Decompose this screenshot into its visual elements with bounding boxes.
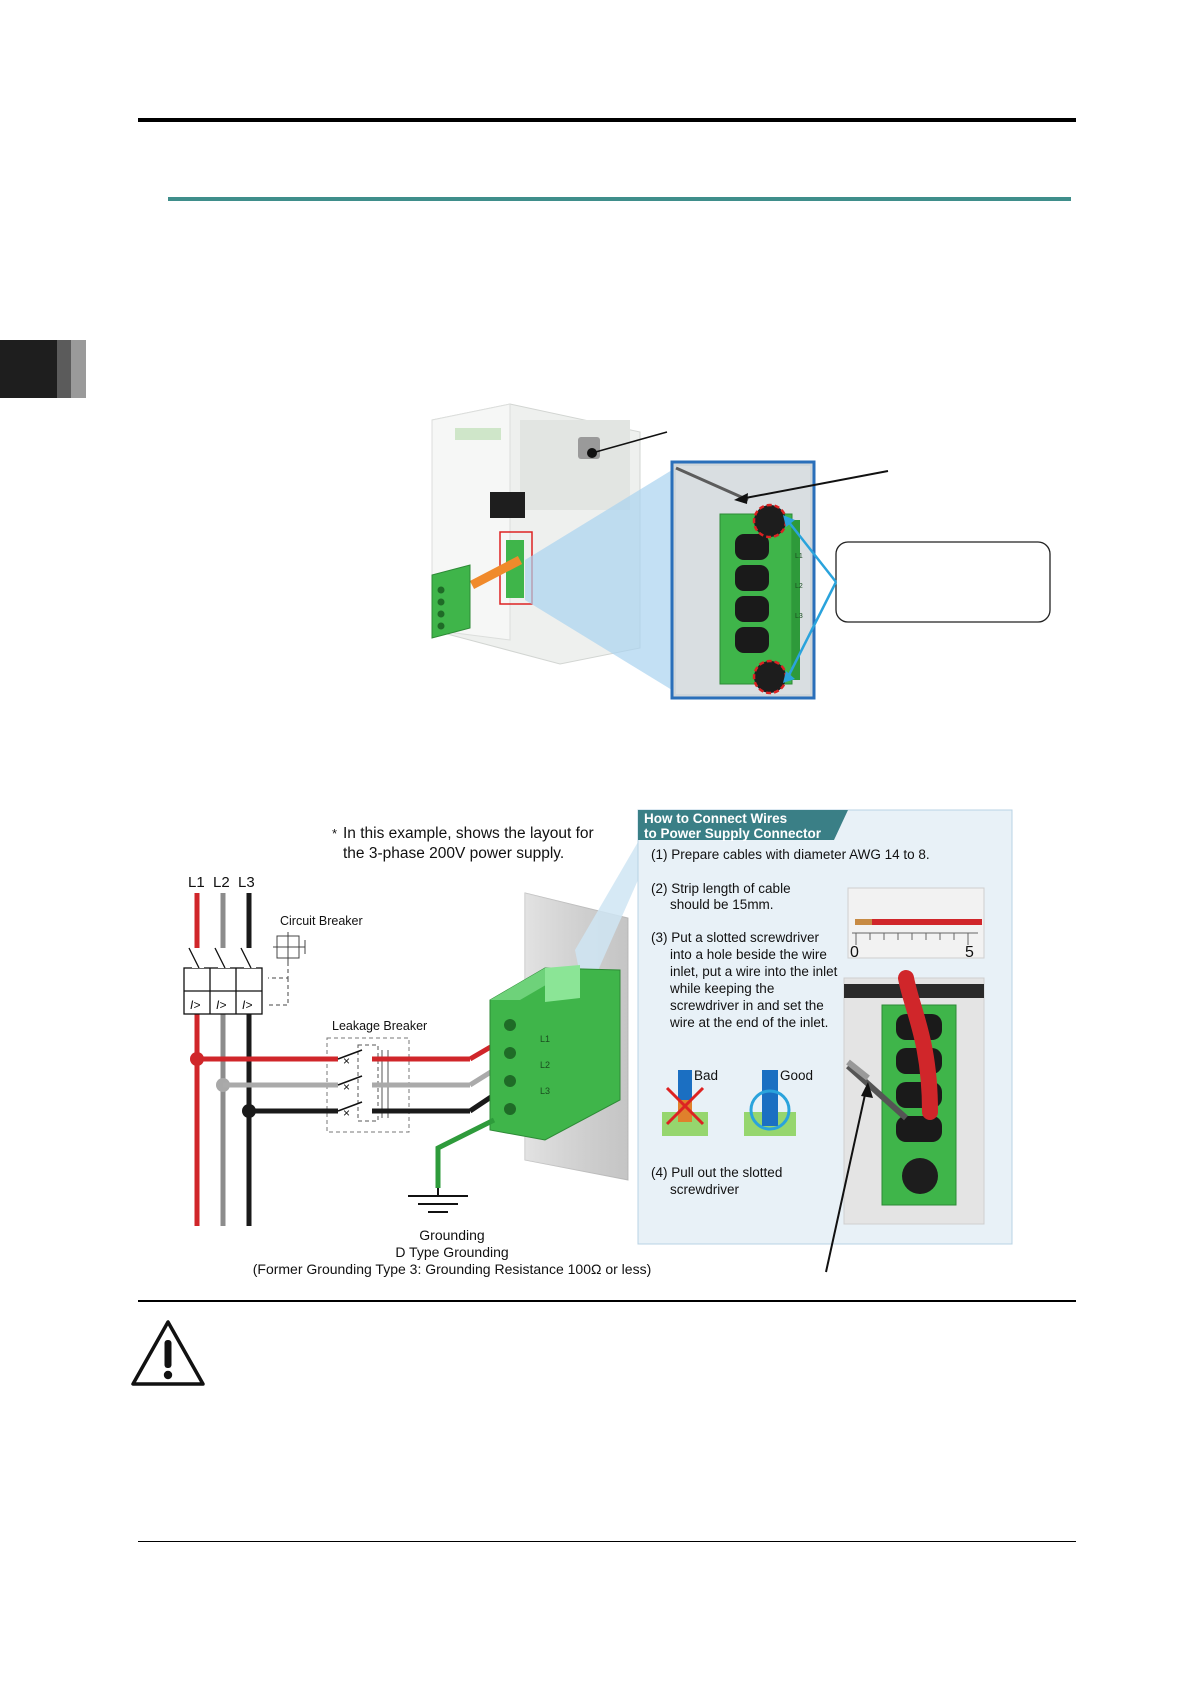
bad-label: Bad [694,1068,718,1083]
step-3-line-5: screwdriver in and set the [670,998,824,1013]
step-3-line-2: into a hole beside the wire [670,947,827,962]
detached-connector [431,564,471,639]
warning-triangle-icon [131,1320,205,1386]
inset-pin-label: L3 [795,613,803,620]
how-to-connect-panel: How to Connect Wires to Power Supply Con… [637,809,1013,1245]
circuit-breaker-symbol: I> I> I> [183,947,263,1015]
stripped-cable-photo: 0 5 [847,887,985,961]
panel-title-line-2: to Power Supply Connector [644,826,822,841]
chapter-side-tab [0,340,86,398]
good-label: Good [780,1068,813,1083]
grounding-resistance-note: (Former Grounding Type 3: Grounding Resi… [253,1261,652,1277]
breaker-symbol-label: I> [242,998,252,1012]
connector-pin-label: L1 [540,1034,550,1044]
header-rule [138,118,1076,122]
circuit-breaker-label: Circuit Breaker [280,914,363,928]
screwdriver-pointer-arrow [825,1089,867,1273]
note-line-1: In this example, shows the layout for [343,825,594,842]
power-supply-connector: L1 L2 L3 [489,965,621,1141]
note-star: * [332,826,337,841]
connector-pin-label: L2 [540,1060,550,1070]
step-3-line-3: inlet, put a wire into the inlet [670,964,838,979]
step-4-line-2: screwdriver [670,1182,740,1197]
phase-label-l1: L1 [188,874,205,891]
breaker-symbol-label: I> [216,998,226,1012]
step-1: (1) Prepare cables with diameter AWG 14 … [651,847,930,862]
svg-text:×: × [343,1106,350,1120]
footer-rule [138,1541,1076,1542]
phase-label-l2: L2 [213,874,230,891]
step-2-line-1: (2) Strip length of cable [651,881,791,896]
connector-wiring-photo [843,970,985,1225]
inset-pin-label: L1 [795,553,803,560]
breaker-symbol-label: I> [190,998,200,1012]
note-line-2: the 3-phase 200V power supply. [343,845,564,862]
good-example-icon [744,1070,796,1136]
grounding-type-label: D Type Grounding [395,1244,508,1260]
phase-label-l3: L3 [238,874,255,891]
leakage-breaker-label: Leakage Breaker [332,1019,427,1033]
svg-text:×: × [343,1054,350,1068]
step-3-line-1: (3) Put a slotted screwdriver [651,930,820,945]
step-4-line-1: (4) Pull out the slotted [651,1165,782,1180]
ground-icon [408,1188,468,1213]
ruler-end-label: 5 [965,944,974,961]
step-3-line-4: while keeping the [669,981,774,996]
connector-pin-label: L3 [540,1086,550,1096]
grounding-label: Grounding [419,1227,484,1243]
controller-figure: L1 L2 L3 [431,403,1051,700]
connector-zoom-inset: L1 L2 L3 [670,460,816,700]
wiring-diagram: * In this example, shows the layout for … [183,825,652,1277]
step-2-line-2: should be 15mm. [670,897,774,912]
inset-pin-label: L2 [795,583,803,590]
warning-rule [138,1300,1076,1302]
section-title-rule [168,197,1071,201]
ruler-start-label: 0 [850,944,859,961]
bad-example-icon [662,1070,708,1136]
panel-title-line-1: How to Connect Wires [644,811,787,826]
step-3-line-6: wire at the end of the inlet. [669,1015,828,1030]
callout-box [835,541,1051,623]
svg-text:×: × [343,1080,350,1094]
